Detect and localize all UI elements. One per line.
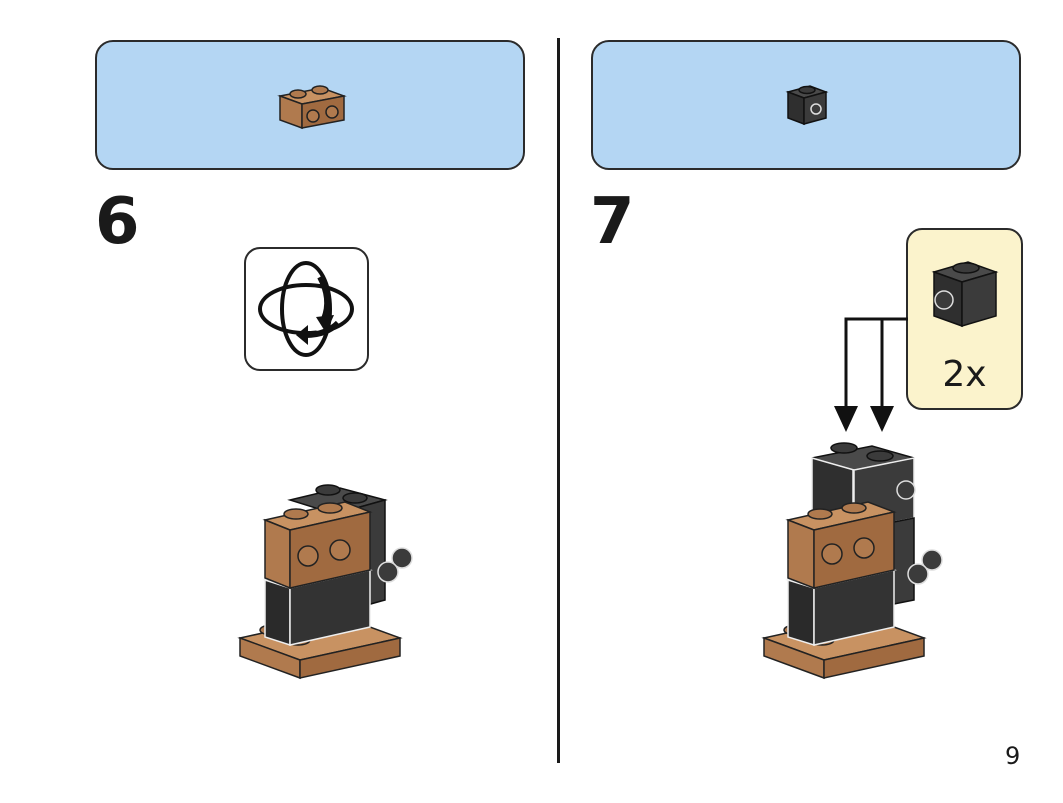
sub-assembly-box: 2x (906, 228, 1023, 410)
brick-1x2-brown-icon (277, 85, 347, 130)
brick-1x1-dark-icon (785, 85, 829, 126)
parts-list-step-6 (95, 40, 525, 170)
quantity-label: 2x (942, 354, 987, 395)
rotate-model-callout (244, 247, 369, 371)
placement-arrows (834, 317, 908, 432)
rotate-icon (258, 261, 354, 357)
step-6-model (237, 484, 413, 680)
parts-list-step-7 (591, 40, 1021, 170)
step-7-model (761, 442, 943, 680)
brick-1x1-dark-icon (931, 261, 999, 328)
step-number-7: 7 (590, 185, 635, 259)
page-number: 9 (1005, 742, 1021, 770)
page-divider (557, 38, 560, 763)
step-number-6: 6 (95, 185, 140, 259)
